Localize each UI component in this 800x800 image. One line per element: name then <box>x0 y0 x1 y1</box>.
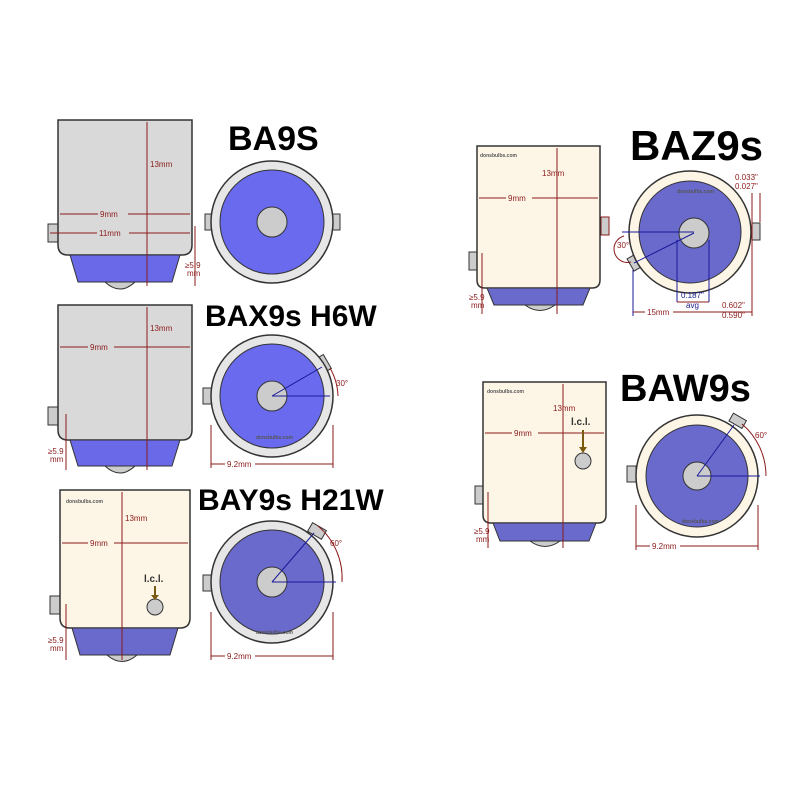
bax9s-pin-height-unit: mm <box>50 455 64 464</box>
baw9s-brand-side: donsbulbs.com <box>487 389 525 395</box>
bay9s-title: BAY9s H21W <box>198 484 384 517</box>
baz9s-pin-height-unit: mm <box>471 301 485 310</box>
bax9s-angle-label: 30° <box>336 379 348 388</box>
baw9s-lcl-label: l.c.l. <box>571 417 591 428</box>
baz9s-brand-side: donsbulbs.com <box>480 153 518 159</box>
bay9s-side-view: donsbulbs.com l.c.l. 13mm 9mm ≥5.9 mm <box>48 489 191 662</box>
baw9s-side-view: donsbulbs.com l.c.l. 13mm 9mm ≥5.9 mm <box>474 381 607 548</box>
ba9s-title: BA9S <box>228 120 319 158</box>
baz9s-pin-height-label: ≥5.9 <box>469 293 485 302</box>
ba9s-height-label: 13mm <box>150 160 173 169</box>
ba9s-width-label: 9mm <box>100 210 118 219</box>
ba9s-pin-span-label: 11mm <box>99 229 121 238</box>
bay9s-lcl-label: l.c.l. <box>144 574 164 585</box>
bax9s-pin-height-label: ≥5.9 <box>48 447 64 456</box>
baz9s-span-label: 15mm <box>647 308 670 317</box>
bay9s-angle-label: 60° <box>330 539 342 548</box>
baz9s-span-top: 0.602" <box>722 301 745 310</box>
baz9s-pin-top: 0.033" <box>735 173 758 182</box>
bay9s-width-label: 9mm <box>90 539 108 548</box>
bay9s-pin-height-label: ≥5.9 <box>48 636 64 645</box>
ba9s-pin-height-label: ≥5.9 <box>185 261 201 270</box>
baz9s-brand-face: donsbulbs.com <box>677 189 715 195</box>
bay9s-face-width-label: 9.2mm <box>227 652 252 661</box>
baw9s-width-label: 9mm <box>514 429 532 438</box>
bay9s-brand-side: donsbulbs.com <box>66 499 104 505</box>
bax9s-side-view: 13mm 9mm ≥5.9 mm <box>47 304 193 474</box>
baz9s-pin-bottom: 0.027" <box>735 182 758 191</box>
bay9s-height-label: 13mm <box>125 514 148 523</box>
baz9s-contact-note: avg <box>686 301 699 310</box>
baz9s-height-label: 13mm <box>542 169 565 178</box>
ba9s-side-view: 13mm 9mm 11mm ≥5.9 mm <box>47 119 201 290</box>
bax9s-face-width-label: 9.2mm <box>227 460 252 469</box>
bay9s-pin-height-unit: mm <box>50 644 64 653</box>
ba9s-end-view <box>204 160 341 284</box>
baw9s-pin-height-unit: mm <box>476 535 490 544</box>
baz9s-angle-label: 30° <box>617 241 629 250</box>
baw9s-brand-face: donsbulbs.com <box>682 519 720 525</box>
bax9s-brand: donsbulbs.com <box>256 435 294 441</box>
baw9s-end-view: 60° donsbulbs.com 9.2mm <box>626 412 767 551</box>
baw9s-angle-label: 60° <box>755 431 767 440</box>
bax9s-end-view: 30° donsbulbs.com 9.2mm <box>202 334 348 469</box>
baz9s-end-view: donsbulbs.com 30° 0.187" avg 15mm 0.602"… <box>613 170 761 320</box>
baw9s-face-width-label: 9.2mm <box>652 542 677 551</box>
baz9s-span-bottom: 0.590" <box>722 311 745 320</box>
bax9s-width-label: 9mm <box>90 343 108 352</box>
bay9s-end-view: 60° donsbulbs.com 9.2mm <box>202 520 343 661</box>
baz9s-width-label: 9mm <box>508 194 526 203</box>
ba9s-pin-height-unit: mm <box>187 269 201 278</box>
baz9s-side-view: donsbulbs.com 13mm 9mm ≥5.9 mm <box>468 145 610 314</box>
bax9s-title: BAX9s H6W <box>205 300 377 333</box>
baw9s-pin-height-label: ≥5.9 <box>474 527 490 536</box>
baw9s-height-label: 13mm <box>553 404 576 413</box>
bay9s-brand-face: donsbulbs.com <box>256 630 294 636</box>
baz9s-title: BAZ9s <box>630 122 763 169</box>
baw9s-title: BAW9s <box>620 368 751 410</box>
bax9s-height-label: 13mm <box>150 324 173 333</box>
baz9s-contact-label: 0.187" <box>681 291 704 300</box>
